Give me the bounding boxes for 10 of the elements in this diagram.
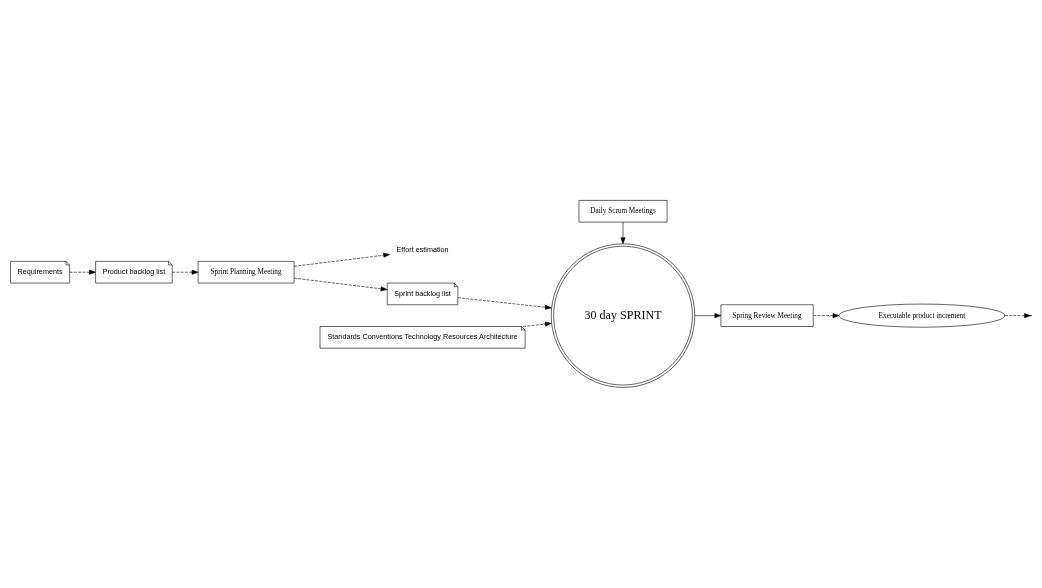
arrow bbox=[813, 313, 840, 319]
arrow bbox=[694, 313, 722, 319]
arrow bbox=[293, 277, 388, 292]
arrow bbox=[620, 221, 626, 244]
arrow bbox=[1004, 313, 1031, 319]
arrow bbox=[457, 297, 552, 310]
arrow bbox=[522, 321, 552, 327]
arrow bbox=[69, 269, 96, 275]
arrow bbox=[293, 252, 391, 267]
arrow bbox=[171, 269, 199, 275]
